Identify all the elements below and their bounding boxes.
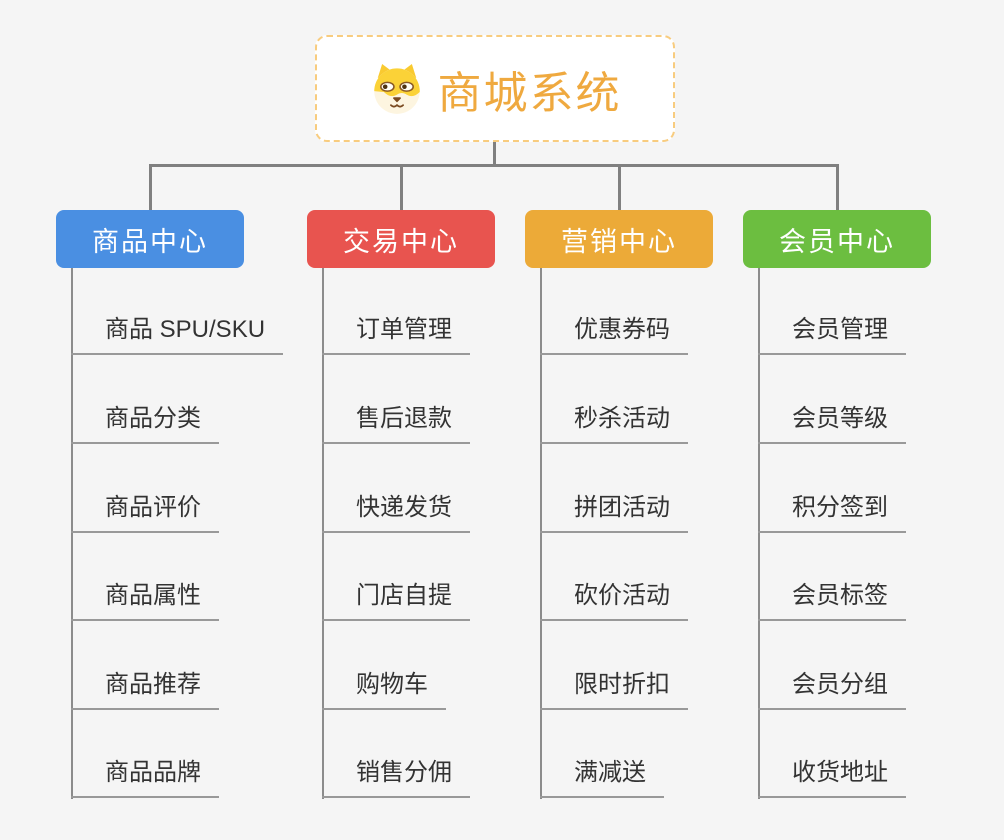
item-flash-sale[interactable]: 秒杀活动 xyxy=(540,404,688,444)
item-full-reduction[interactable]: 满减送 xyxy=(540,758,664,798)
item-express-delivery[interactable]: 快递发货 xyxy=(322,493,470,533)
item-order-management[interactable]: 订单管理 xyxy=(322,315,470,355)
spine-member-center xyxy=(758,268,760,799)
item-shipping-address[interactable]: 收货地址 xyxy=(758,758,906,798)
branch-product-center-label: 商品中心 xyxy=(92,226,208,257)
item-product-spu-sku[interactable]: 商品 SPU/SKU xyxy=(71,315,284,355)
dog-face-icon xyxy=(369,62,425,115)
item-member-tag[interactable]: 会员标签 xyxy=(758,581,906,621)
branch-trade-center[interactable]: 交易中心 xyxy=(307,210,495,268)
item-member-management[interactable]: 会员管理 xyxy=(758,315,906,355)
item-shopping-cart[interactable]: 购物车 xyxy=(322,670,446,710)
branch-marketing-center-label: 营销中心 xyxy=(561,226,677,257)
branch-marketing-center[interactable]: 营销中心 xyxy=(525,210,713,268)
connector-trunk xyxy=(149,164,839,167)
item-coupon-code[interactable]: 优惠券码 xyxy=(540,315,688,355)
branch-member-center-label: 会员中心 xyxy=(779,226,895,257)
item-product-recommend[interactable]: 商品推荐 xyxy=(71,670,219,710)
connector-root-stub xyxy=(493,142,496,166)
connector-drop-marketing xyxy=(618,164,621,211)
connector-drop-trade xyxy=(400,164,403,211)
item-product-category[interactable]: 商品分类 xyxy=(71,404,219,444)
item-bargain-activity[interactable]: 砍价活动 xyxy=(540,581,688,621)
item-sales-commission[interactable]: 销售分佣 xyxy=(322,758,470,798)
branch-member-center[interactable]: 会员中心 xyxy=(743,210,931,268)
root-node[interactable]: 商城系统 xyxy=(315,35,675,142)
spine-marketing-center xyxy=(540,268,542,799)
item-product-attribute[interactable]: 商品属性 xyxy=(71,581,219,621)
spine-trade-center xyxy=(322,268,324,799)
item-product-review[interactable]: 商品评价 xyxy=(71,493,219,533)
item-limited-time-discount[interactable]: 限时折扣 xyxy=(540,670,688,710)
item-store-pickup[interactable]: 门店自提 xyxy=(322,581,470,621)
item-group-buy[interactable]: 拼团活动 xyxy=(540,493,688,533)
spine-product-center xyxy=(71,268,73,799)
branch-trade-center-label: 交易中心 xyxy=(343,226,459,257)
root-node-label: 商城系统 xyxy=(437,68,622,118)
connector-drop-product xyxy=(149,164,152,211)
item-after-sales-refund[interactable]: 售后退款 xyxy=(322,404,470,444)
item-member-level[interactable]: 会员等级 xyxy=(758,404,906,444)
item-member-group[interactable]: 会员分组 xyxy=(758,670,906,710)
item-points-checkin[interactable]: 积分签到 xyxy=(758,493,906,533)
connector-drop-member xyxy=(836,164,839,211)
branch-product-center[interactable]: 商品中心 xyxy=(56,210,244,268)
item-product-brand[interactable]: 商品品牌 xyxy=(71,758,219,798)
